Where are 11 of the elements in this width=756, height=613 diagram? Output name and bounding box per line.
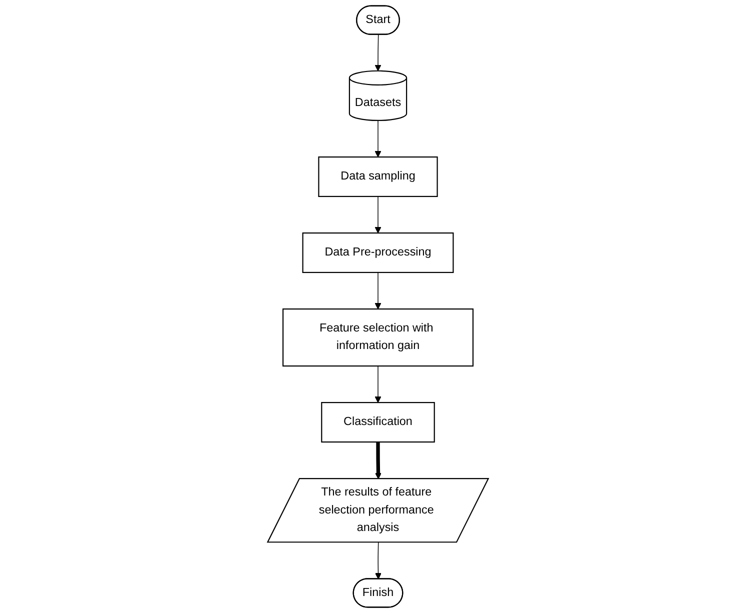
arrow [374,34,382,72]
node-box: Data sampling [318,156,438,198]
node-box: Classification [321,402,435,443]
node-box: Feature selection with information gain [282,308,474,367]
arrow [374,366,382,403]
arrow [375,442,382,480]
node-box: Data Pre-processing [302,232,454,274]
arrow [375,542,382,580]
arrow [374,272,382,310]
arrow [374,196,382,234]
arrow [374,120,382,158]
